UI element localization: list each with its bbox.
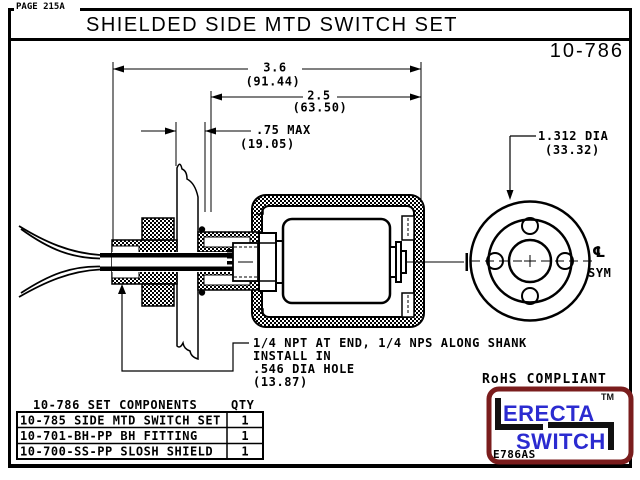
logo-bracket-right [548,422,614,450]
dim-shank-length: 2.5 (63.50) [211,89,421,115]
brand-logo: TM ERECTA SWITCH E786AS [486,386,634,465]
stem-ring-3 [400,250,407,274]
lead-wires [18,225,101,298]
arrowhead-down [506,190,514,200]
hex-nut [258,232,277,292]
dim-shank-in: 2.5 [307,89,330,103]
mount-hole-left [486,252,504,270]
dim-flange-mm: (33.32) [545,143,600,157]
arrowhead-left [211,93,222,101]
row-name: 10-701-BH-PP BH FITTING [20,429,198,443]
npt-note-leader [118,284,249,372]
table-row: 10-785 SIDE MTD SWITCH SET 1 [20,414,249,428]
vent-mark-upper [256,207,264,215]
flange-outer-circle [469,200,591,322]
arrowhead-left [205,127,216,135]
rohs-label: RoHS COMPLIANT [482,372,607,387]
logo-brand-line1: ERECTA [503,401,595,426]
row-qty: 1 [241,429,248,443]
logo-trademark: TM [601,392,614,402]
centerline-symbol: ℄ [592,243,605,261]
dim-flange-in: 1.312 DIA [538,129,609,143]
dim-panel-thickness: .75 MAX (19.05) [141,123,311,151]
table-row: 10-701-BH-PP BH FITTING 1 [20,429,249,443]
seal-ring-upper [198,226,206,233]
end-view [469,200,591,322]
row-name: 10-785 SIDE MTD SWITCH SET [20,414,221,428]
mount-hole-right [556,252,574,270]
table-row: 10-700-SS-PP SLOSH SHIELD 1 [20,445,249,459]
fitting-hex-upper [141,217,175,241]
components-table: 10-786 SET COMPONENTS QTY 10-785 SIDE MT… [16,398,264,460]
vent-mark-lower [256,308,264,316]
note-line-2: INSTALL IN [253,349,331,363]
shank-circle [507,238,553,284]
dim-overall-length: 3.6 (91.44) [113,61,421,89]
dim-panel-in: .75 MAX [256,123,311,137]
table-header-qty: QTY [231,398,255,412]
dim-overall-mm: (91.44) [246,75,301,89]
flange-middle-circle [487,218,573,304]
dim-overall-in: 3.6 [263,61,286,75]
page-title: SHIELDED SIDE MTD SWITCH SET [86,14,458,36]
npt-note: 1/4 NPT AT END, 1/4 NPS ALONG SHANK INST… [253,336,527,389]
dim-shank-mm: (63.50) [293,101,348,115]
page-label: PAGE 215A [16,2,65,12]
dim-panel-mm: (19.05) [240,137,295,151]
thread-comb [227,249,233,271]
shank-wire-bars [100,253,233,271]
note-line-1: 1/4 NPT AT END, 1/4 NPS ALONG SHANK [253,336,527,350]
arrowhead-right [410,93,421,101]
logo-bracket-left [495,398,543,430]
row-qty: 1 [241,414,248,428]
page-frame [8,8,632,468]
logo-code: E786AS [493,448,536,461]
arrowhead-left [113,65,124,73]
mount-hole-top [521,217,539,235]
logo-brand-line2: SWITCH [516,429,606,454]
note-line-4: (13.87) [253,375,308,389]
centerline-sym-label: SYM [588,266,611,280]
note-line-3: .546 DIA HOLE [253,362,355,376]
switch-assembly [232,207,415,318]
arrowhead-right [165,127,176,135]
row-name: 10-700-SS-PP SLOSH SHIELD [20,445,213,459]
dim-flange-diameter: 1.312 DIA (33.32) [506,129,609,200]
row-qty: 1 [241,445,248,459]
fitting-hex-lower [141,283,175,307]
part-number: 10-786 [550,40,624,62]
mount-hole-bottom [521,287,539,305]
float-body [281,217,392,305]
seal-ring-lower [198,289,206,296]
arrowhead-right [410,65,421,73]
table-header-name: 10-786 SET COMPONENTS [33,398,197,412]
